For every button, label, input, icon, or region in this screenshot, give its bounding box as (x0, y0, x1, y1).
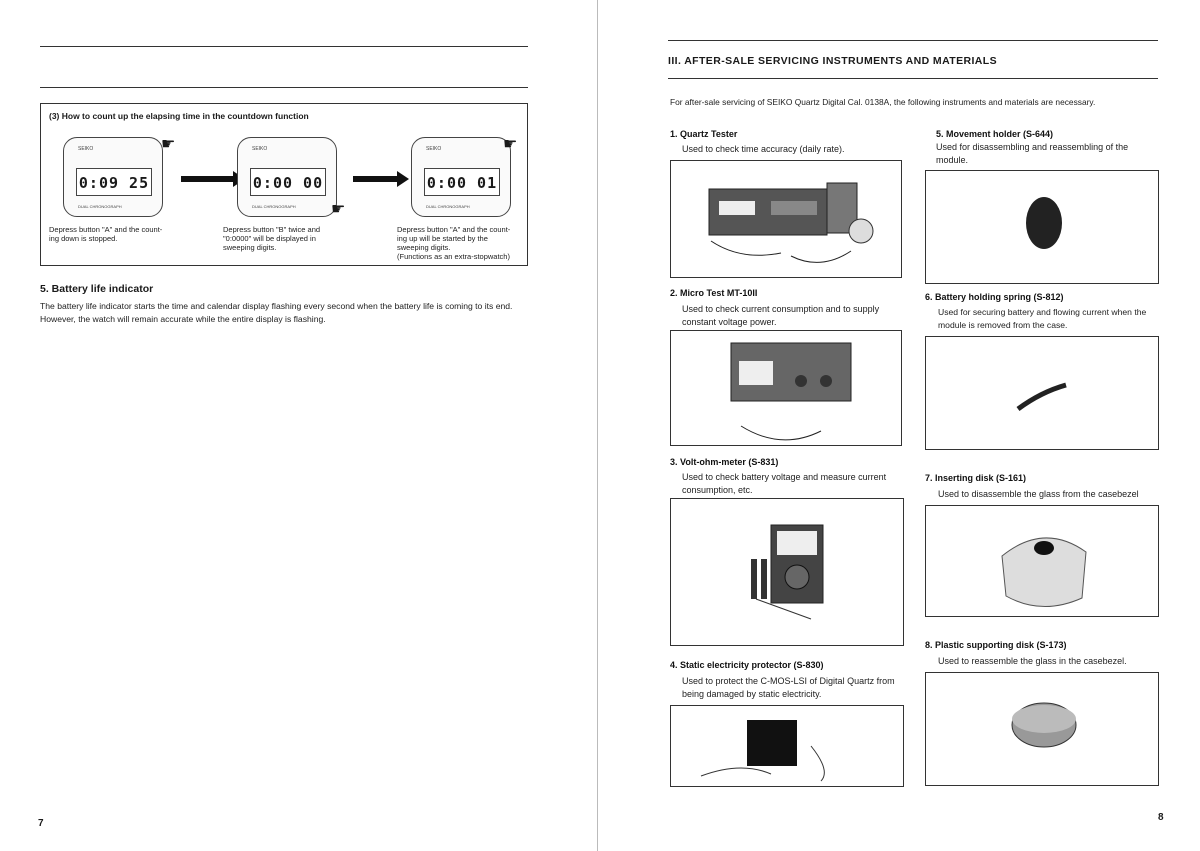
micro-test-photo (670, 330, 902, 446)
watch-display-3: 0:00 01 (424, 168, 500, 196)
section-title: III. AFTER-SALE SERVICING INSTRUMENTS AN… (668, 55, 997, 67)
finger-press-icon: ☛ (161, 136, 176, 153)
item-desc-2: Used to check current consumption and to… (682, 304, 880, 327)
battery-spring-photo (925, 336, 1159, 450)
item-title-4: 4. Static electricity protector (S-830) (670, 660, 824, 670)
static-protector-photo (670, 705, 904, 787)
item-desc-7: Used to disassemble the glass from the c… (938, 489, 1139, 499)
quartz-tester-icon (708, 182, 874, 263)
caption-2: Depress button "B" twice and "0:0000" wi… (223, 225, 321, 252)
battery-heading: 5. Battery life indicator (40, 283, 154, 295)
watch-display-2: 0:00 00 (250, 168, 326, 196)
caption-3: Depress button "A" and the count- ing up… (397, 225, 511, 261)
micro-test-icon (730, 342, 852, 441)
watch-illustration-3: SEIKO 0:00 01 DUAL CHRONOGRAPH (411, 137, 511, 217)
watch-model-label: DUAL CHRONOGRAPH (252, 204, 296, 209)
static-protector-icon (700, 720, 825, 782)
top-rule (668, 40, 1158, 41)
page-number-right: 8 (1158, 812, 1164, 823)
page-number-left: 7 (38, 818, 44, 829)
item-desc-5: Used for disassembling and reassembling … (936, 142, 1129, 165)
countdown-title: (3) How to count up the elapsing time in… (49, 111, 309, 121)
movement-holder-icon (1026, 197, 1062, 249)
quartz-tester-photo (670, 160, 902, 278)
top-rule (40, 46, 528, 47)
item-title-2: 2. Micro Test MT-10II (670, 288, 758, 298)
watch-model-label: DUAL CHRONOGRAPH (426, 204, 470, 209)
watch-brand-label: SEIKO (426, 146, 442, 152)
finger-press-icon: ☛ (331, 201, 346, 218)
inserting-disk-icon (1001, 537, 1087, 607)
item-desc-4: Used to protect the C-MOS-LSI of Digital… (682, 676, 895, 699)
item-title-3: 3. Volt-ohm-meter (S-831) (670, 457, 779, 467)
finger-press-icon: ☛ (503, 136, 518, 153)
watch-illustration-1: SEIKO 0:09 25 DUAL CHRONOGRAPH (63, 137, 163, 217)
item-title-8: 8. Plastic supporting disk (S-173) (925, 640, 1067, 650)
item-title-1: 1. Quartz Tester (670, 129, 738, 139)
section-rule (40, 87, 528, 88)
watch-display-1: 0:09 25 (76, 168, 152, 196)
item-title-5: 5. Movement holder (S-644) (936, 129, 1054, 139)
item-desc-1: Used to check time accuracy (daily rate)… (682, 144, 845, 154)
item-title-6: 6. Battery holding spring (S-812) (925, 292, 1064, 302)
watch-brand-label: SEIKO (78, 146, 94, 152)
plastic-disk-icon (1011, 702, 1077, 748)
item-desc-6: Used for securing battery and flowing cu… (938, 307, 1147, 330)
item-title-7: 7. Inserting disk (S-161) (925, 473, 1027, 483)
plastic-disk-photo (925, 672, 1159, 786)
arrow-right-icon (181, 171, 245, 187)
caption-1: Depress button "A" and the count- ing do… (49, 225, 163, 243)
item-desc-3: Used to check battery voltage and measur… (682, 472, 887, 495)
volt-ohm-meter-photo (670, 498, 904, 646)
countdown-box: (3) How to count up the elapsing time in… (40, 103, 528, 266)
watch-model-label: DUAL CHRONOGRAPH (78, 204, 122, 209)
arrow-right-icon (353, 171, 409, 187)
section-rule (668, 78, 1158, 79)
inserting-disk-photo (925, 505, 1159, 617)
intro-text: For after-sale servicing of SEIKO Quartz… (670, 97, 1096, 107)
item-desc-8: Used to reassemble the glass in the case… (938, 656, 1127, 666)
volt-ohm-meter-icon (751, 524, 824, 620)
watch-illustration-2: SEIKO 0:00 00 DUAL CHRONOGRAPH (237, 137, 337, 217)
watch-brand-label: SEIKO (252, 146, 268, 152)
movement-holder-photo (925, 170, 1159, 284)
page-spine (597, 0, 598, 851)
battery-spring-icon (1016, 382, 1067, 412)
battery-body: The battery life indicator starts the ti… (40, 301, 513, 324)
